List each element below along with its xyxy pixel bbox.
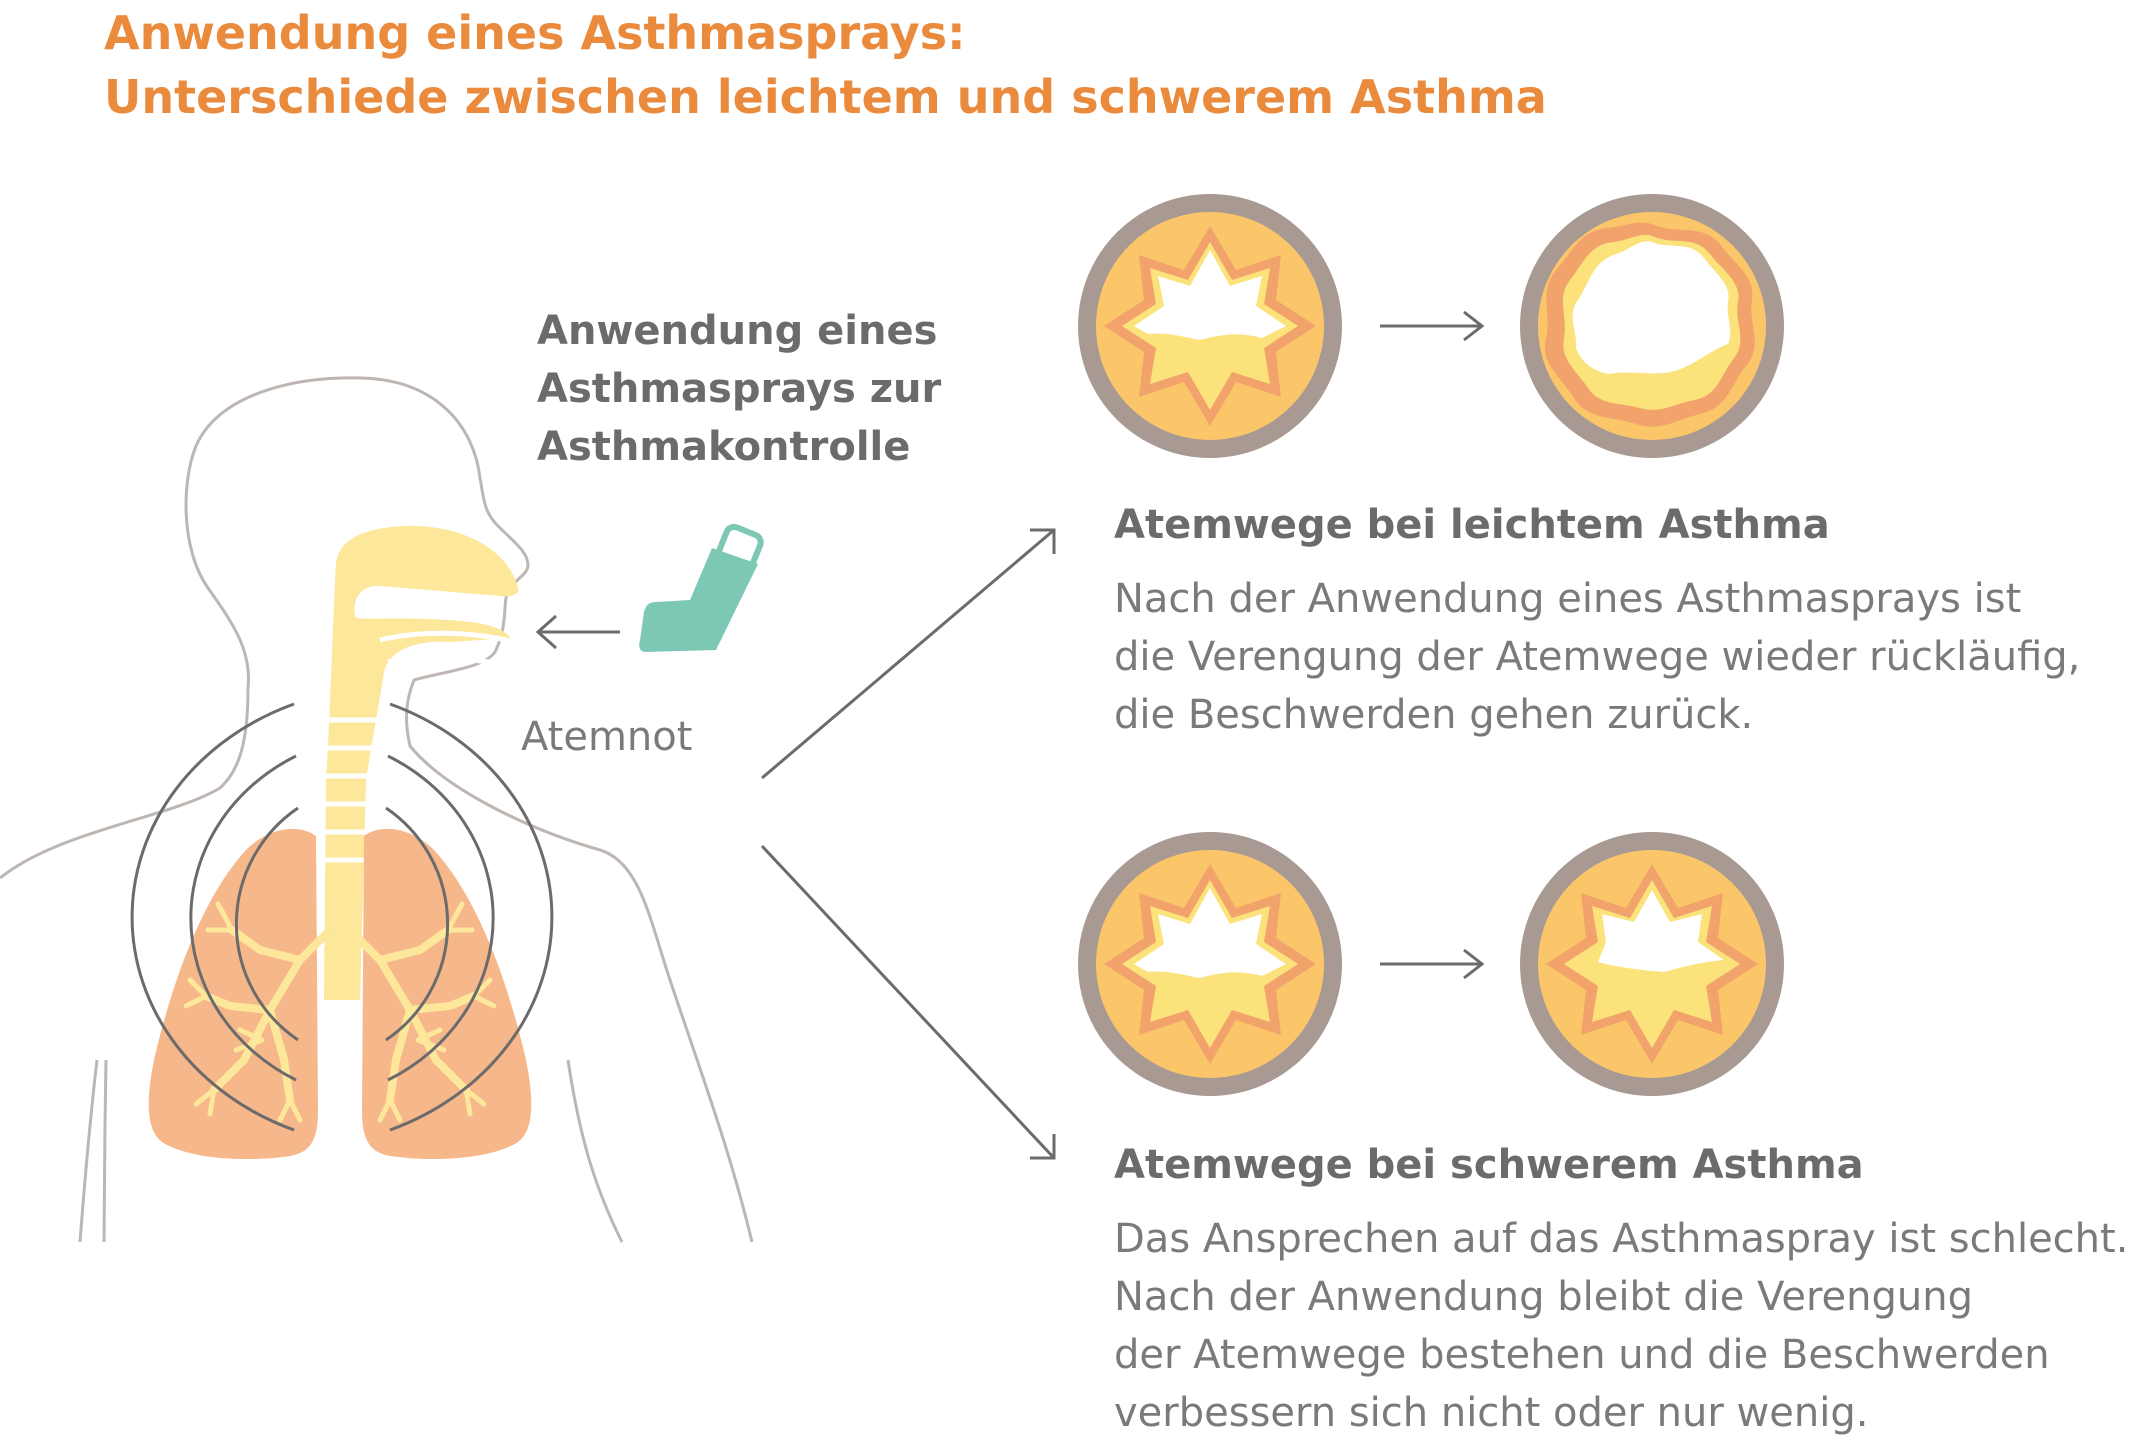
page-title-line-2: Unterschiede zwischen leichtem und schwe… [104,70,1547,124]
inhaler-caption-line: Asthmasprays zur [537,366,942,412]
description-line: Das Ansprechen auf das Asthmaspray ist s… [1114,1216,2129,1262]
airway-cross-section-icon [1520,832,1784,1096]
breathlessness-label: Atemnot [521,714,693,760]
description-line: der Atemwege bestehen und die Beschwerde… [1114,1332,2050,1378]
upper-airway-icon [324,525,519,1000]
arrow-icon [1380,948,1485,980]
arrow-icon [535,614,620,650]
page-title-line-1: Anwendung eines Asthmasprays: [104,6,966,60]
inhaler-icon [639,523,764,652]
airway-cross-section-icon [1078,194,1342,458]
severe-asthma-description: Das Ansprechen auf das Asthmaspray ist s… [1114,1210,2128,1442]
breathlessness-rings-icon [130,702,554,1132]
arrow-icon [761,528,1056,780]
description-line: die Beschwerden gehen zurück. [1114,692,1754,738]
description-line: Nach der Anwendung bleibt die Verengung [1114,1274,1973,1320]
description-line: die Verengung der Atemwege wieder rücklä… [1114,634,2081,680]
arrow-icon [760,844,1056,1160]
mild-asthma-heading: Atemwege bei leichtem Asthma [1114,502,1830,548]
inhaler-caption: Anwendung eines Asthmasprays zur Asthmak… [537,302,957,476]
severe-asthma-heading: Atemwege bei schwerem Asthma [1114,1142,1864,1188]
airway-cross-section-icon [1520,194,1784,458]
mild-asthma-description: Nach der Anwendung eines Asthmasprays is… [1114,570,2080,744]
airway-cross-section-icon [1078,832,1342,1096]
inhaler-caption-line: Asthmakontrolle [537,424,911,470]
description-line: Nach der Anwendung eines Asthmasprays is… [1114,576,2022,622]
description-line: verbessern sich nicht oder nur wenig. [1114,1390,1869,1436]
arrow-icon [1380,310,1485,342]
lungs-icon [148,828,532,1160]
inhaler-caption-line: Anwendung eines [537,308,938,354]
